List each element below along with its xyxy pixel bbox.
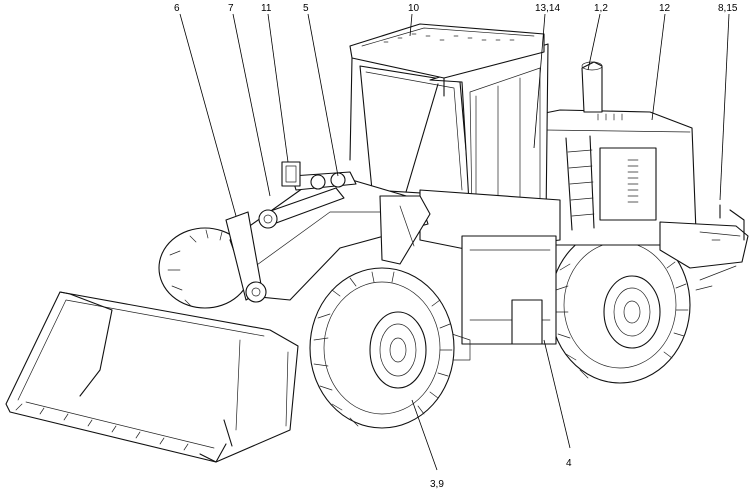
bucket <box>5 291 299 463</box>
lift-arm <box>225 161 431 303</box>
callout-1-2: 1,2 <box>594 3 608 14</box>
callout-10: 10 <box>408 3 420 14</box>
leader-lines <box>179 13 730 471</box>
callout-3-9: 3,9 <box>430 479 444 490</box>
front-right-wheel <box>158 227 252 309</box>
leader-1 <box>587 13 601 71</box>
loader-frame <box>419 189 561 361</box>
front-left-wheel <box>309 267 455 429</box>
rear-left-wheel <box>549 226 691 384</box>
leader-6 <box>179 13 237 217</box>
operator-cab <box>349 23 549 221</box>
callout-8-15: 8,15 <box>718 3 738 14</box>
callout-11: 11 <box>261 3 272 14</box>
leader-3 <box>411 399 438 471</box>
leader-11 <box>267 13 289 163</box>
callout-5: 5 <box>303 3 309 14</box>
leader-8 <box>719 13 730 201</box>
callout-13-14: 13,14 <box>535 3 560 14</box>
callout-12: 12 <box>659 3 671 14</box>
access-ladder <box>565 135 595 231</box>
leader-7 <box>232 13 271 197</box>
leader-13 <box>533 13 546 149</box>
callout-labels: 6 7 11 5 10 13,14 1,2 12 8,15 4 3,9 <box>174 3 738 490</box>
leader-10 <box>409 13 413 37</box>
engine-hood <box>519 109 749 291</box>
leader-5 <box>307 13 339 177</box>
leader-12 <box>651 13 666 121</box>
callout-4: 4 <box>566 458 572 469</box>
callout-6: 6 <box>174 3 180 14</box>
exhaust-stack <box>581 61 603 113</box>
leader-4 <box>543 339 571 449</box>
callout-7: 7 <box>228 3 234 14</box>
